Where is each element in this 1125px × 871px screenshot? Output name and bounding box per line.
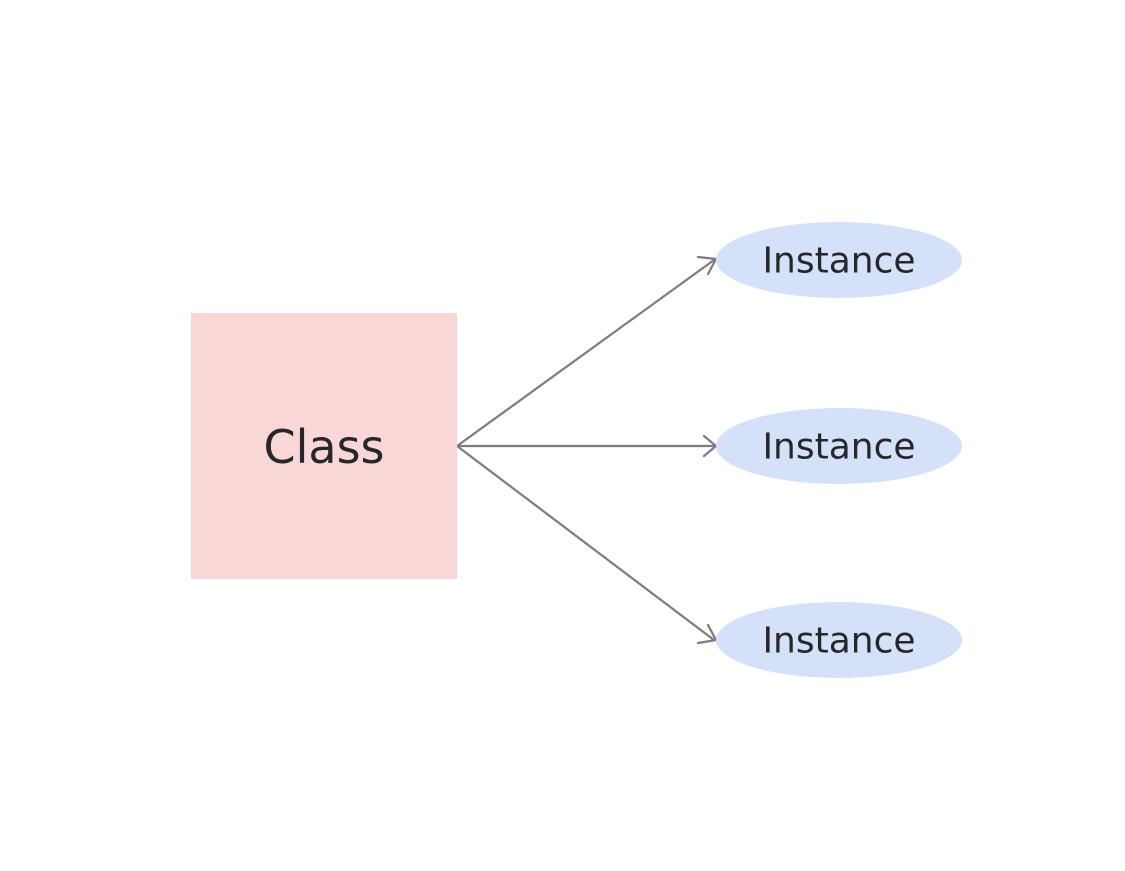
connector-class-to-instance-bottom	[455, 444, 718, 645]
instance-label: Instance	[762, 621, 915, 662]
connector-line	[455, 444, 716, 642]
instance-ellipse	[716, 222, 962, 298]
class-label: Class	[263, 420, 384, 474]
class-node[interactable]: Class	[191, 313, 457, 579]
instance-label: Instance	[762, 427, 915, 468]
instance-ellipse	[716, 602, 962, 678]
instance-node-top[interactable]: Instance	[716, 222, 962, 298]
connector-class-to-instance-middle	[455, 434, 718, 458]
connector-class-to-instance-top	[455, 255, 718, 448]
instance-label: Instance	[762, 241, 915, 282]
instance-node-middle[interactable]: Instance	[716, 408, 962, 484]
instance-node-bottom[interactable]: Instance	[716, 602, 962, 678]
class-box	[191, 313, 457, 579]
connector-line	[455, 258, 716, 448]
arrowhead-icon	[696, 255, 718, 276]
connectors	[455, 255, 718, 645]
instance-ellipse	[716, 408, 962, 484]
